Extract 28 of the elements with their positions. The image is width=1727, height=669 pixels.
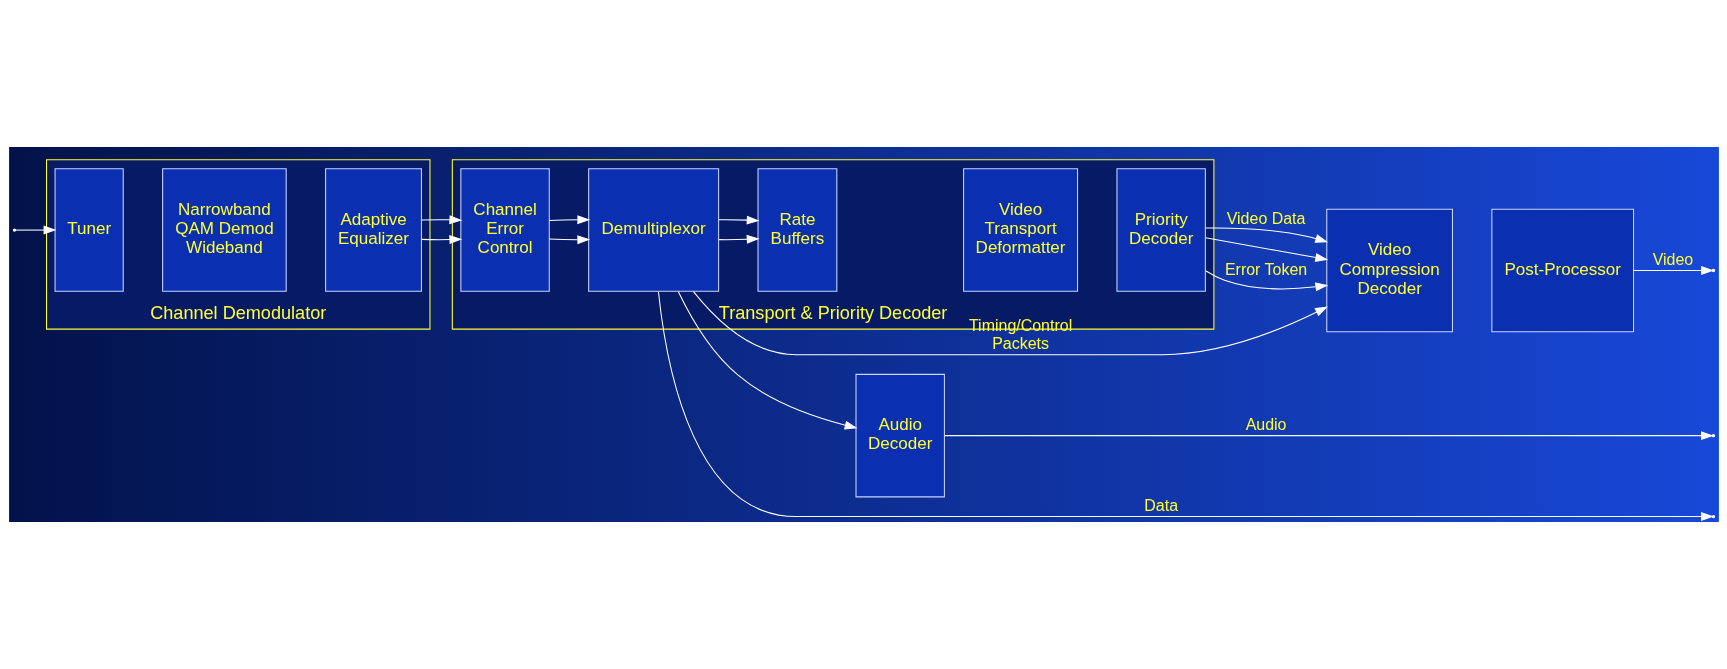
node-box: Video Transport Deformatter	[962, 168, 1078, 292]
arrow	[548, 215, 590, 225]
node-box: Audio Decoder	[854, 373, 945, 498]
arrow	[420, 235, 462, 245]
node-box: Priority Decoder	[1115, 168, 1206, 292]
arrow	[1204, 227, 1328, 243]
node-box: Rate Buffers	[757, 168, 837, 292]
node-box: Narrowband QAM Demod Wideband	[161, 168, 287, 292]
arrow	[14, 225, 56, 235]
edge-label: Data	[1143, 497, 1178, 515]
node-box: Adaptive Equalizer	[324, 168, 422, 292]
node-box: Video Compression Decoder	[1325, 208, 1453, 333]
arrow	[1204, 237, 1328, 262]
arrow	[677, 291, 858, 430]
edge-label: Error Token	[1224, 260, 1307, 278]
node-box: Post-Processor	[1490, 208, 1634, 333]
node-box: Demultiplexor	[587, 168, 719, 292]
node-box: Tuner	[54, 168, 124, 292]
edge-label: Video	[1652, 251, 1693, 269]
arrow	[548, 235, 590, 245]
arrow	[692, 291, 1328, 356]
arrow	[1204, 270, 1328, 292]
arrow	[717, 234, 760, 244]
edge-label: Audio	[1245, 416, 1286, 434]
node-box: Channel Error Control	[459, 168, 550, 292]
edge-label: Video Data	[1226, 209, 1305, 227]
arrow	[717, 215, 760, 225]
arrow	[420, 215, 462, 225]
